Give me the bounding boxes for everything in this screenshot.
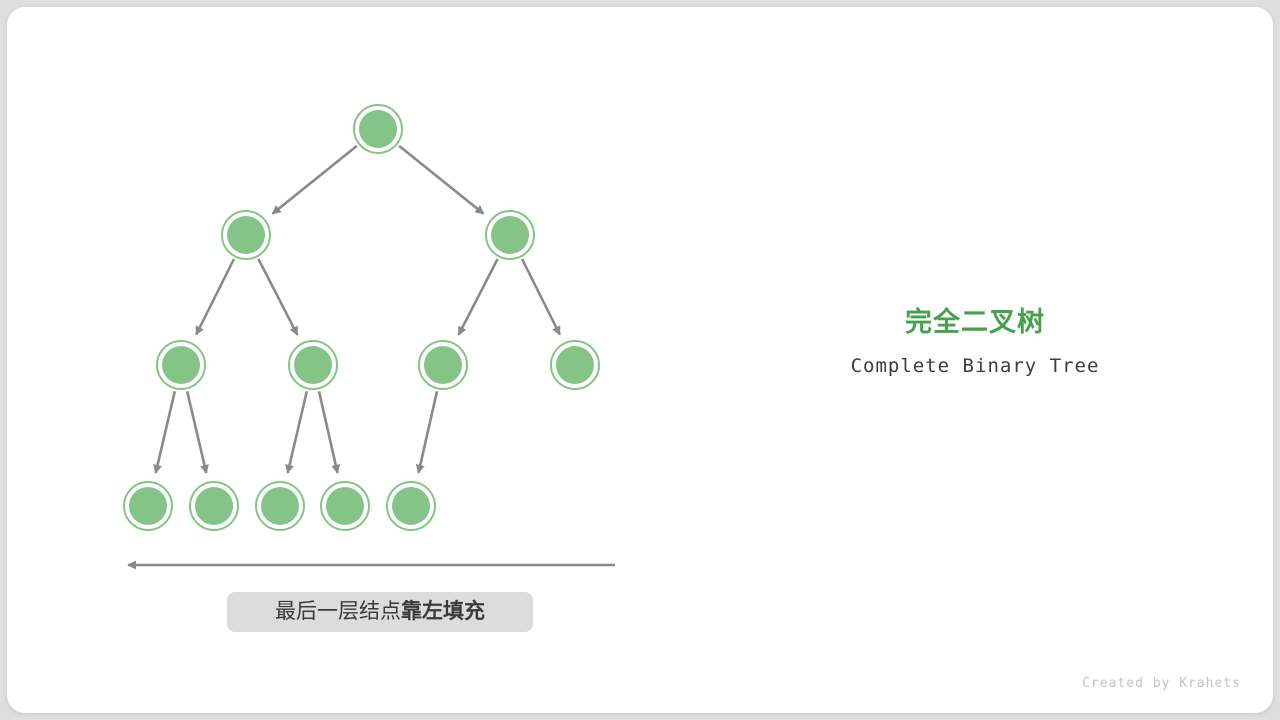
tree-edge — [195, 258, 236, 336]
tree-edge — [317, 391, 341, 474]
tree-nodes — [123, 104, 600, 531]
tree-node — [288, 340, 338, 390]
tree-node — [550, 340, 600, 390]
title-zh: 完全二叉树 — [905, 307, 1045, 337]
tree-edge — [257, 258, 299, 336]
tree-edge — [185, 391, 209, 474]
binary-tree-diagram — [123, 104, 615, 570]
tree-node — [353, 104, 403, 154]
tree-edges — [153, 144, 561, 474]
tree-edge — [285, 391, 309, 474]
caption-text: 最后一层结点 — [275, 600, 401, 623]
tree-node — [418, 340, 468, 390]
tree-node — [123, 481, 173, 531]
caption-text-bold: 靠左填充 — [401, 600, 485, 623]
title-block: 完全二叉树 Complete Binary Tree — [765, 300, 1185, 377]
tree-edge — [457, 258, 499, 336]
tree-node — [485, 210, 535, 260]
tree-node — [156, 340, 206, 390]
diagram-card: 完全二叉树 Complete Binary Tree 最后一层结点靠左填充 Cr… — [7, 7, 1273, 713]
tree-edge — [415, 391, 439, 474]
tree-edge — [271, 144, 358, 215]
tree-node — [386, 481, 436, 531]
title-en: Complete Binary Tree — [850, 355, 1100, 377]
tree-node — [255, 481, 305, 531]
tree-edge — [520, 258, 561, 336]
tree-edge — [398, 144, 485, 215]
watermark: Created by Krahets — [1082, 676, 1241, 691]
tree-node — [221, 210, 271, 260]
tree-edge — [153, 391, 177, 474]
tree-node — [189, 481, 239, 531]
caption-box: 最后一层结点靠左填充 — [227, 592, 533, 632]
tree-node — [320, 481, 370, 531]
